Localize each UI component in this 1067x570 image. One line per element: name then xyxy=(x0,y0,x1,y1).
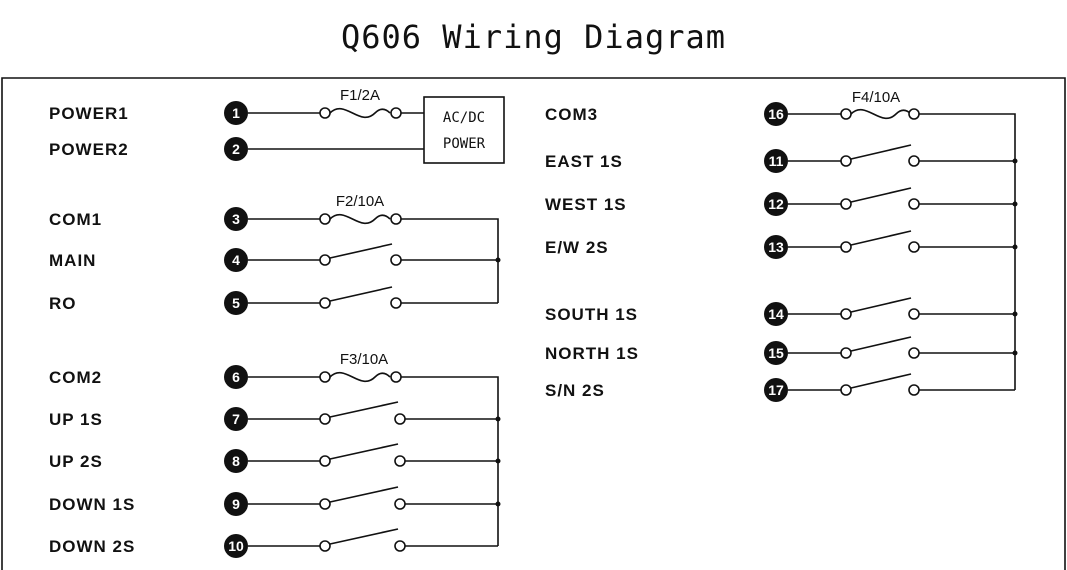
label-down-1s: DOWN 1S xyxy=(49,495,135,514)
svg-text:7: 7 xyxy=(232,411,240,427)
terminal-15: 15 xyxy=(764,341,788,365)
fuse-f2-label: F2/10A xyxy=(336,193,384,210)
svg-text:16: 16 xyxy=(768,106,784,122)
label-down-2s: DOWN 2S xyxy=(49,537,135,556)
label-sn-2s: S/N 2S xyxy=(545,381,605,400)
label-power2: POWER2 xyxy=(49,140,129,159)
svg-text:12: 12 xyxy=(768,196,784,212)
terminal-14: 14 xyxy=(764,302,788,326)
svg-text:1: 1 xyxy=(232,105,240,121)
label-com3: COM3 xyxy=(545,105,598,124)
diagram-frame xyxy=(1,77,1066,570)
power-circuit: AC/DC POWER xyxy=(248,96,505,164)
svg-text:13: 13 xyxy=(768,239,784,255)
fuse-f3-label: F3/10A xyxy=(340,351,388,368)
com2-circuit xyxy=(248,371,501,552)
label-main: MAIN xyxy=(49,251,96,270)
label-power1: POWER1 xyxy=(49,104,129,123)
label-up-1s: UP 1S xyxy=(49,410,103,429)
svg-text:14: 14 xyxy=(768,306,784,322)
label-ro: RO xyxy=(49,294,77,313)
terminal-8: 8 xyxy=(224,449,248,473)
terminal-1: 1 xyxy=(224,101,248,125)
terminal-5: 5 xyxy=(224,291,248,315)
svg-text:6: 6 xyxy=(232,369,240,385)
terminal-2: 2 xyxy=(224,137,248,161)
terminal-4: 4 xyxy=(224,248,248,272)
svg-text:9: 9 xyxy=(232,496,240,512)
label-com1: COM1 xyxy=(49,210,102,229)
power-box-line1: AC/DC xyxy=(443,110,485,126)
svg-text:11: 11 xyxy=(769,153,784,169)
label-south-1s: SOUTH 1S xyxy=(545,305,638,324)
label-east-1s: EAST 1S xyxy=(545,152,623,171)
fuse-f4-label: F4/10A xyxy=(852,89,900,106)
ac-dc-power-box xyxy=(423,96,505,164)
svg-text:2: 2 xyxy=(232,141,240,157)
svg-text:15: 15 xyxy=(768,345,784,361)
terminal-12: 12 xyxy=(764,192,788,216)
terminal-3: 3 xyxy=(224,207,248,231)
power-box-line2: POWER xyxy=(443,136,486,152)
terminal-16: 16 xyxy=(764,102,788,126)
terminal-9: 9 xyxy=(224,492,248,516)
terminal-17: 17 xyxy=(764,378,788,402)
svg-text:5: 5 xyxy=(232,295,240,311)
label-com2: COM2 xyxy=(49,368,102,387)
diagram-title: Q606 Wiring Diagram xyxy=(340,18,727,56)
terminal-7: 7 xyxy=(224,407,248,431)
svg-text:3: 3 xyxy=(232,211,240,227)
terminal-10: 10 xyxy=(224,534,248,558)
label-ew-2s: E/W 2S xyxy=(545,238,609,257)
fuse-f1-label: F1/2A xyxy=(340,87,380,104)
label-west-1s: WEST 1S xyxy=(545,195,627,214)
svg-text:8: 8 xyxy=(232,453,240,469)
com3-circuit xyxy=(788,108,1018,396)
svg-text:10: 10 xyxy=(228,538,244,554)
svg-text:17: 17 xyxy=(768,382,784,398)
terminal-11: 11 xyxy=(764,149,788,173)
terminal-6: 6 xyxy=(224,365,248,389)
terminal-13: 13 xyxy=(764,235,788,259)
label-up-2s: UP 2S xyxy=(49,452,103,471)
svg-text:4: 4 xyxy=(232,252,240,268)
com1-circuit xyxy=(248,213,501,309)
label-north-1s: NORTH 1S xyxy=(545,344,639,363)
